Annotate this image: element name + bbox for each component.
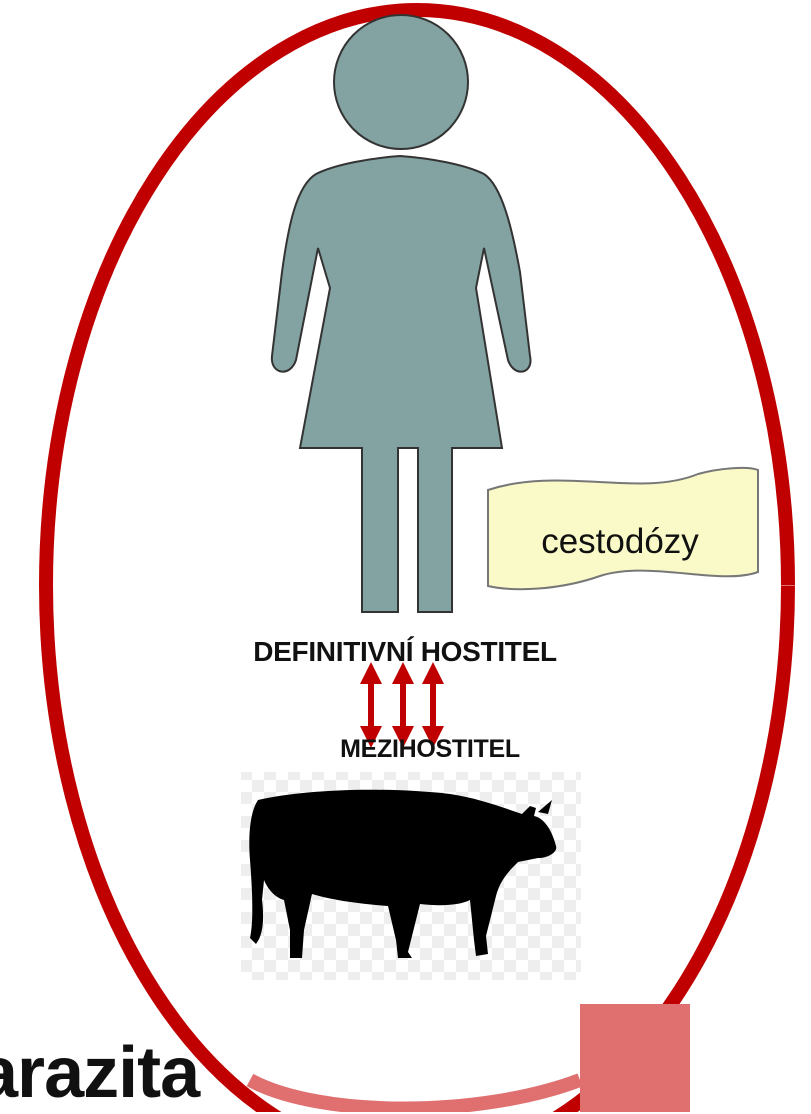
intermediate-host-label: MEZIHOSTITEL <box>280 735 580 764</box>
lifecycle-ring-bottom <box>250 1080 580 1109</box>
cestodozy-banner-text: cestodózy <box>484 522 756 562</box>
title-bar-fade <box>580 1004 690 1112</box>
definitive-host-label: DEFINITIVNÍ HOSTITEL <box>170 636 640 668</box>
slide-title-fragment: arazita <box>0 1032 199 1114</box>
